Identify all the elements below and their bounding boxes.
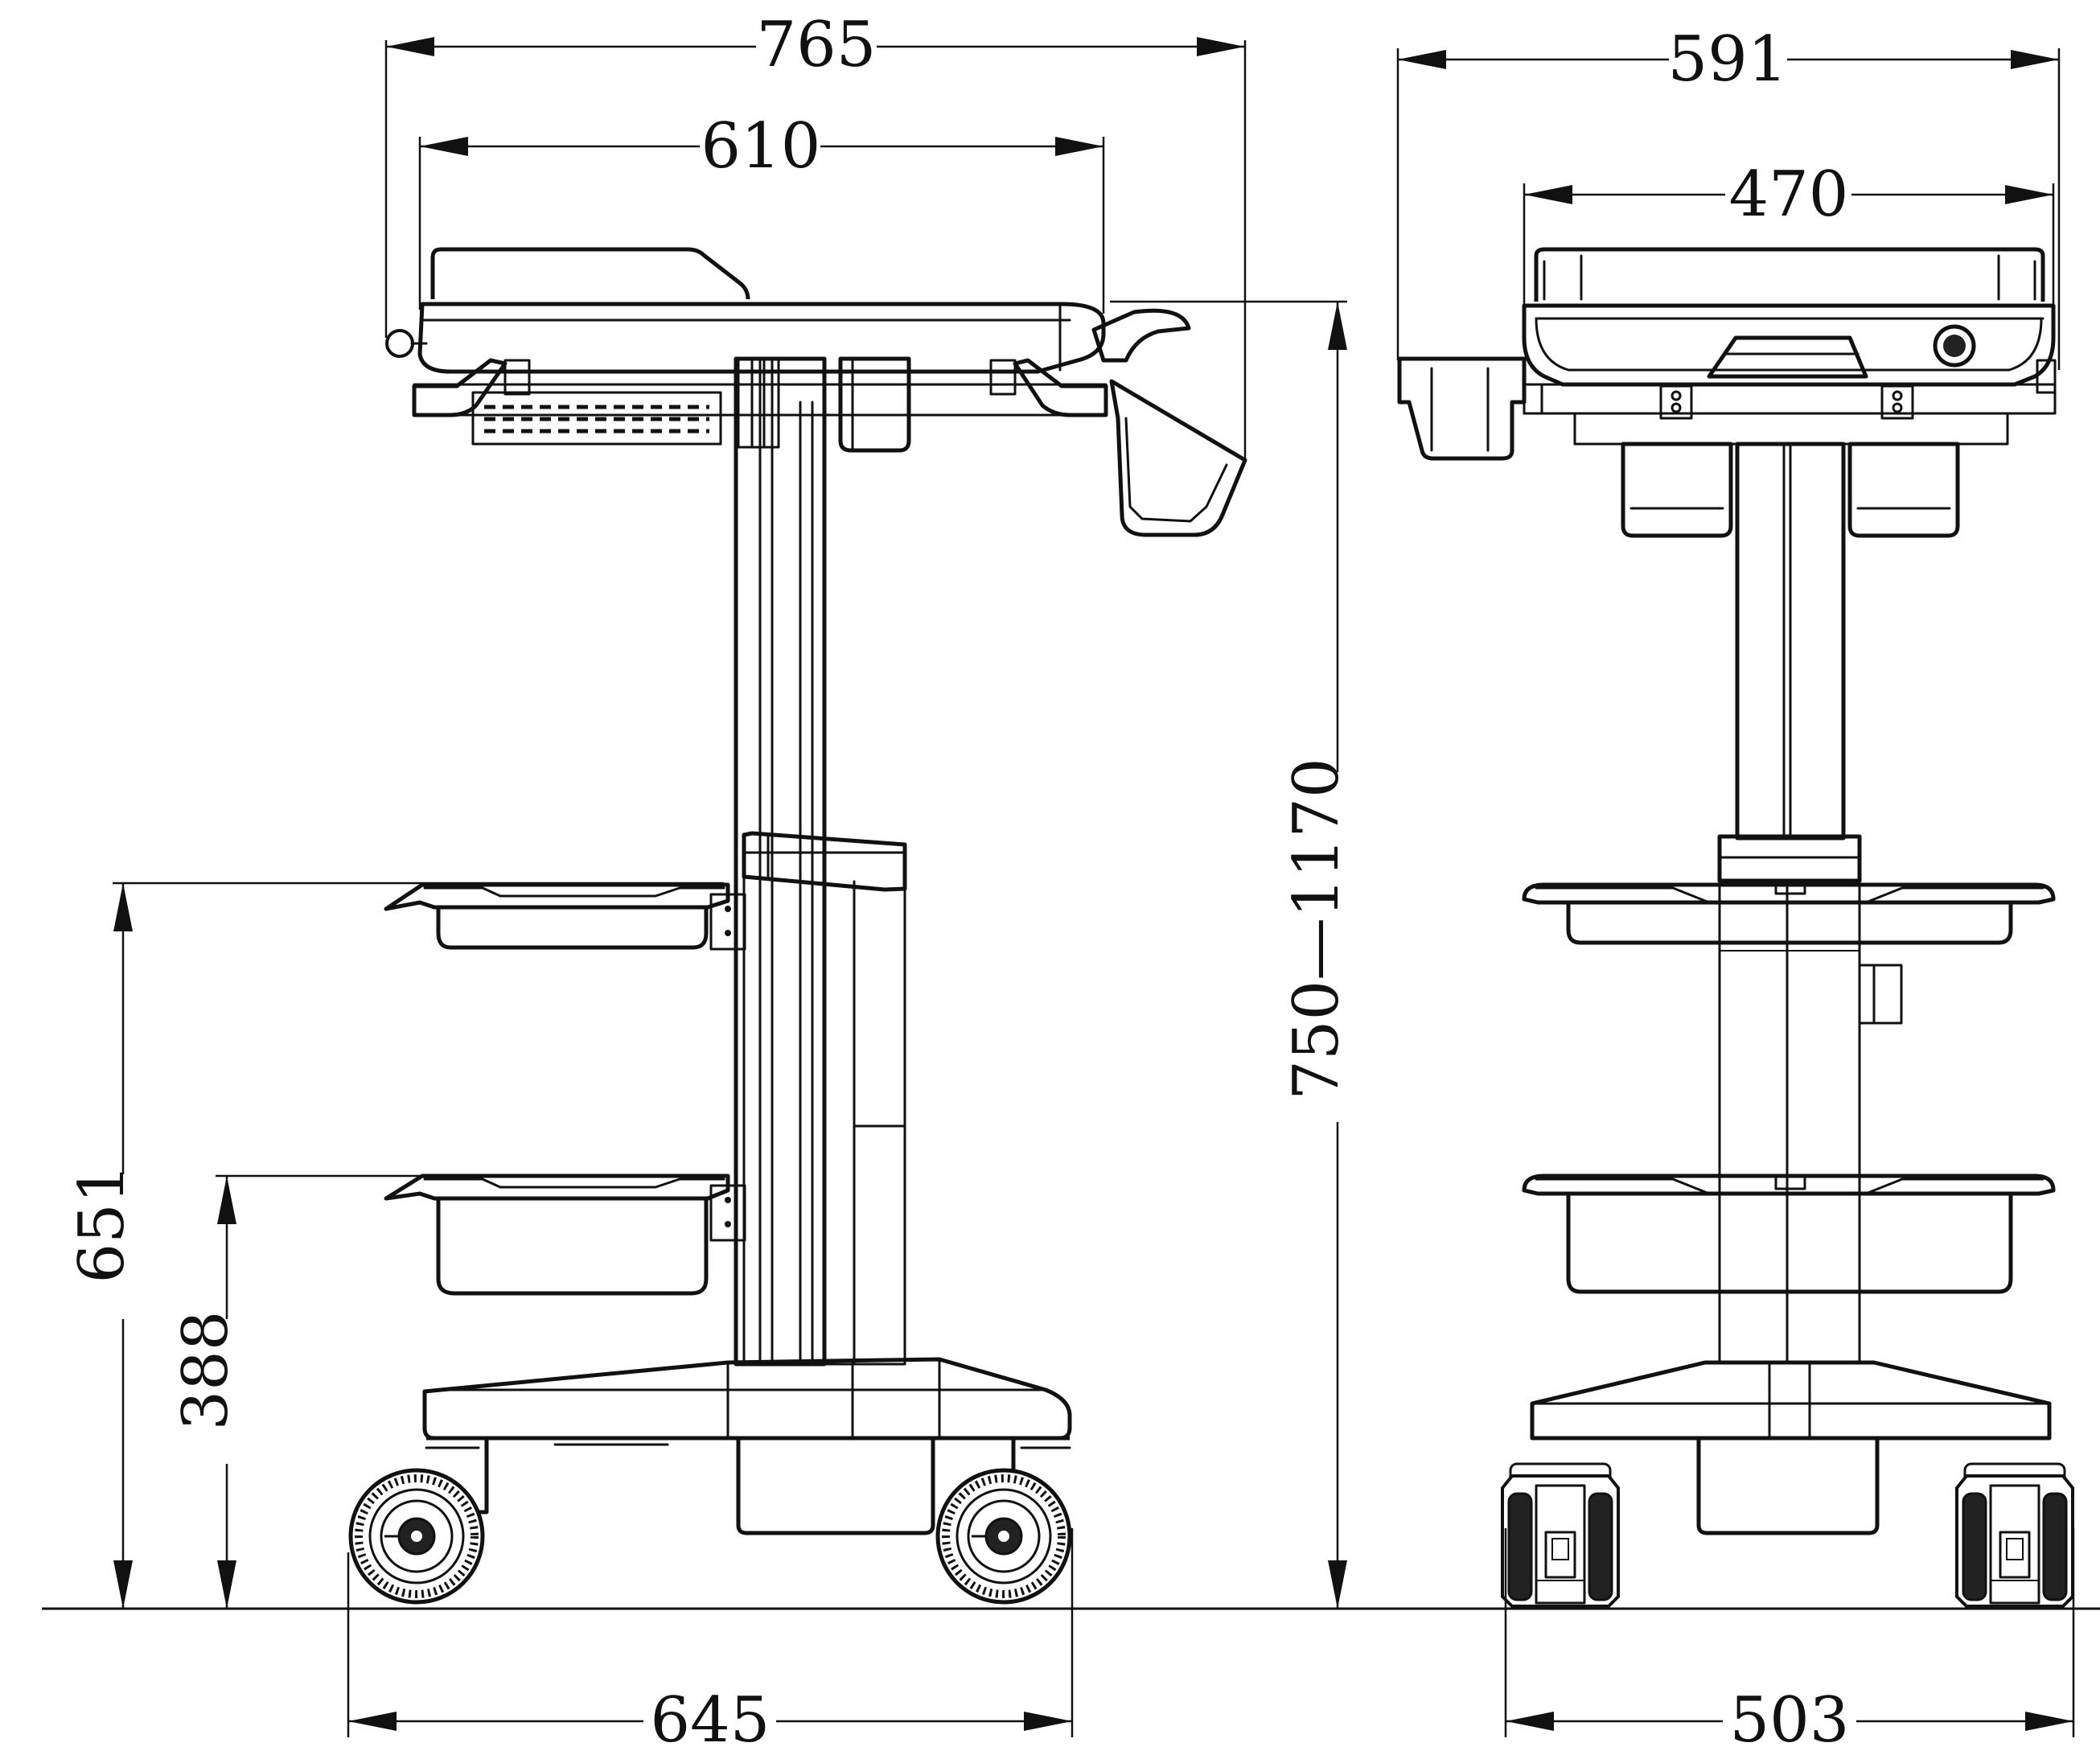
front-dimensions: 591 470 503 — [1396, 23, 2075, 1751]
front-view-cart — [1397, 247, 2074, 1608]
dim-front-base-width: 503 — [1730, 1684, 1850, 1751]
side-view-cart — [351, 247, 1247, 1602]
dim-side-base-width: 645 — [651, 1684, 771, 1751]
dim-lower-tray-height: 388 — [170, 1311, 242, 1431]
dim-front-overall-width: 591 — [1668, 23, 1788, 96]
side-dimensions: 765 610 750—1170 651 388 — [66, 9, 1353, 1751]
dim-height-range: 750—1170 — [1280, 758, 1353, 1100]
dim-front-top-width: 470 — [1729, 158, 1849, 231]
dim-side-top-width: 610 — [701, 110, 821, 183]
dim-upper-tray-height: 651 — [66, 1164, 138, 1284]
dim-side-overall-width: 765 — [757, 9, 877, 81]
